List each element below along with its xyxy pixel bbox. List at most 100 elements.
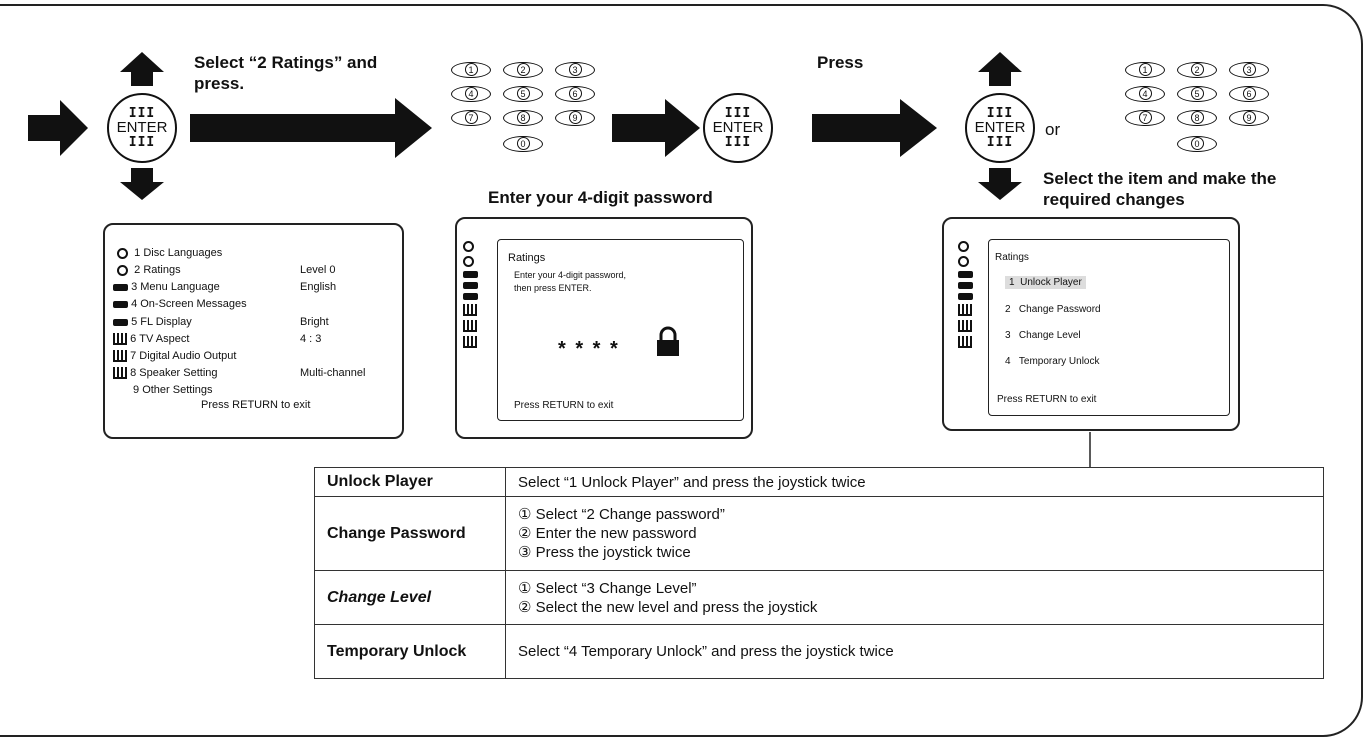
enter-bars-bottom: III	[724, 135, 752, 150]
step4-caption: Select the item and make the required ch…	[1043, 168, 1276, 210]
menu-item-8: 8 Speaker Setting Multi-channel	[113, 367, 398, 380]
key-1: 1	[451, 62, 491, 78]
menu-item-6: 6 TV Aspect 4 : 3	[113, 333, 398, 346]
key-3: 3	[555, 62, 595, 78]
ratings-option-1: 1 Unlock Player	[1005, 276, 1086, 289]
side-icons	[463, 241, 478, 348]
table-row: Unlock Player Select “1 Unlock Player” a…	[314, 467, 1324, 497]
circle-icon	[117, 264, 128, 276]
menu-item-7: 7 Digital Audio Output	[113, 350, 236, 363]
step2-caption: Enter your 4-digit password	[488, 188, 713, 207]
speaker-icon	[113, 367, 127, 380]
menu-item-4: 4 On-Screen Messages	[113, 298, 247, 310]
row-body: ① Select “2 Change password” ② Enter the…	[505, 496, 1324, 571]
enter-bars-bottom: III	[986, 135, 1014, 150]
step3-caption: Press	[817, 53, 864, 72]
dialog-line2: then press ENTER.	[514, 283, 592, 293]
speaker-icon	[958, 320, 972, 332]
arrow-right-icon	[28, 100, 88, 156]
menu-item-9: 9 Other Settings	[133, 384, 213, 396]
or-text: or	[1045, 120, 1061, 139]
menu-item-value: Bright	[300, 316, 329, 328]
dialog-line1: Enter your 4-digit password,	[514, 270, 627, 280]
battery-icon	[113, 283, 128, 291]
setup-menu-screen: 1 Disc Languages 2 Ratings Level 0 3 Men…	[103, 223, 404, 439]
circle-icon	[463, 256, 474, 267]
speaker-icon	[463, 320, 477, 332]
password-dialog: Ratings Enter your 4-digit password, the…	[497, 239, 744, 421]
arrow-right-icon	[190, 98, 432, 158]
menu-item-value: 4 : 3	[300, 333, 322, 345]
arrow-up-icon	[978, 52, 1022, 86]
menu-footer: Press RETURN to exit	[201, 399, 311, 411]
numeric-keypad: 1 2 3 4 5 6 7 8 9 0	[451, 62, 595, 162]
dialog-title: Ratings	[508, 252, 546, 264]
key-9: 9	[555, 110, 595, 126]
arrow-right-icon	[812, 99, 937, 157]
enter-bars-top: III	[986, 106, 1014, 121]
enter-bars-top: III	[128, 106, 156, 121]
enter-bars-top: III	[724, 106, 752, 121]
speaker-icon	[958, 336, 972, 348]
key-8: 8	[503, 110, 543, 126]
arrow-right-icon	[612, 99, 700, 157]
battery-icon	[958, 282, 973, 289]
speaker-icon	[113, 350, 127, 363]
ratings-option-2: 2 Change Password	[1005, 304, 1101, 315]
side-icons	[958, 241, 973, 348]
menu-item-1: 1 Disc Languages	[117, 247, 222, 259]
battery-icon	[463, 282, 478, 289]
arrow-down-icon	[978, 168, 1022, 200]
enter-button: III ENTER III	[107, 93, 177, 163]
key-4: 4	[451, 86, 491, 102]
key-6: 6	[555, 86, 595, 102]
circle-icon	[463, 241, 474, 252]
key-6: 6	[1229, 86, 1269, 102]
menu-item-3: 3 Menu Language English	[113, 281, 398, 293]
numeric-keypad: 1 2 3 4 5 6 7 8 9 0	[1125, 62, 1269, 162]
battery-icon	[463, 293, 478, 300]
step1-caption: Select “2 Ratings” and press.	[194, 52, 377, 94]
enter-button: III ENTER III	[703, 93, 773, 163]
enter-button: III ENTER III	[965, 93, 1035, 163]
step4-caption-line1: Select the item and make the	[1043, 169, 1277, 188]
ratings-option-4: 4 Temporary Unlock	[1005, 356, 1100, 367]
key-7: 7	[1125, 110, 1165, 126]
lock-icon	[657, 326, 679, 356]
menu-item-2: 2 Ratings Level 0	[117, 264, 402, 276]
page-frame	[0, 4, 1363, 737]
key-8: 8	[1177, 110, 1217, 126]
key-2: 2	[1177, 62, 1217, 78]
key-0: 0	[503, 136, 543, 152]
table-row: Temporary Unlock Select “4 Temporary Unl…	[314, 624, 1324, 679]
enter-bars-bottom: III	[128, 135, 156, 150]
circle-icon	[958, 256, 969, 267]
arrow-up-icon	[120, 52, 164, 86]
enter-label: ENTER	[712, 119, 764, 136]
battery-icon	[958, 271, 973, 278]
speaker-icon	[463, 336, 477, 348]
ratings-option-3: 3 Change Level	[1005, 330, 1081, 341]
key-3: 3	[1229, 62, 1269, 78]
dialog-title: Ratings	[995, 252, 1029, 263]
table-row: Change Level ① Select “3 Change Level” ②…	[314, 570, 1324, 625]
ratings-screen: Ratings 1 Unlock Player 2 Change Passwor…	[942, 217, 1240, 431]
enter-label: ENTER	[116, 119, 168, 136]
menu-item-value: Level 0	[300, 264, 336, 276]
ratings-dialog: Ratings 1 Unlock Player 2 Change Passwor…	[988, 239, 1230, 416]
key-5: 5	[1177, 86, 1217, 102]
step1-caption-line1: Select “2 Ratings” and	[194, 53, 378, 72]
circle-icon	[117, 247, 128, 259]
step1-caption-line2: press.	[194, 74, 245, 93]
menu-item-5: 5 FL Display Bright	[113, 316, 398, 328]
battery-icon	[113, 318, 128, 326]
arrow-down-icon	[120, 168, 164, 200]
row-head: Change Password	[314, 496, 506, 571]
battery-icon	[463, 271, 478, 278]
row-body: ① Select “3 Change Level” ② Select the n…	[505, 570, 1324, 625]
menu-item-value: Multi-channel	[300, 367, 366, 379]
speaker-icon	[958, 304, 972, 316]
key-9: 9	[1229, 110, 1269, 126]
battery-icon	[113, 300, 128, 308]
